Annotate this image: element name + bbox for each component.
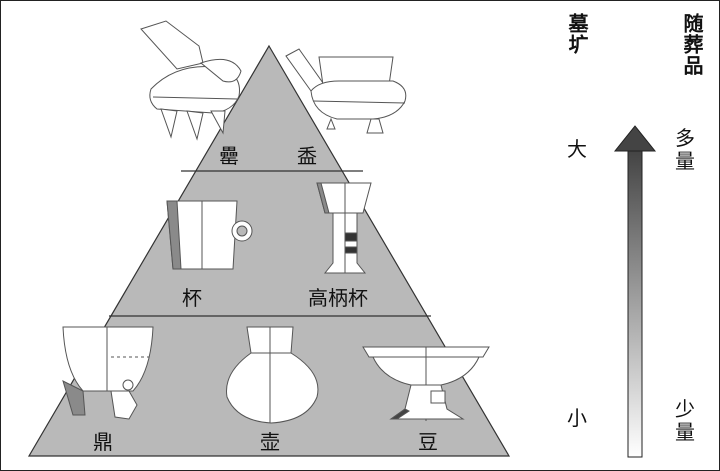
- dou-vessel-drawing: [362, 346, 490, 421]
- label-dou: 豆: [418, 430, 438, 454]
- quantity-arrow: [613, 125, 657, 458]
- label-ding: 鼎: [93, 430, 113, 454]
- tomb-small-label: 小: [567, 406, 587, 430]
- tomb-large-label: 大: [567, 137, 587, 161]
- bei-vessel-drawing: [166, 200, 253, 270]
- gaobingbei-vessel-drawing: [316, 182, 372, 274]
- grave-goods-header: 随葬品: [680, 13, 704, 76]
- hu-vessel-drawing: [226, 326, 319, 424]
- goods-less-label: 少量: [675, 397, 695, 444]
- label-lei: 罍: [219, 144, 239, 168]
- label-hu: 壶: [260, 430, 280, 454]
- goods-more-label: 多量: [675, 126, 695, 173]
- tomb-size-header: 墓圹: [565, 13, 589, 55]
- lei-vessel-drawing: [140, 20, 242, 141]
- label-he: 盉: [297, 144, 317, 168]
- ding-vessel-drawing: [62, 326, 154, 420]
- label-gaobingbei: 高柄杯: [308, 286, 368, 310]
- label-bei: 杯: [182, 286, 202, 310]
- he-vessel-drawing: [285, 48, 407, 134]
